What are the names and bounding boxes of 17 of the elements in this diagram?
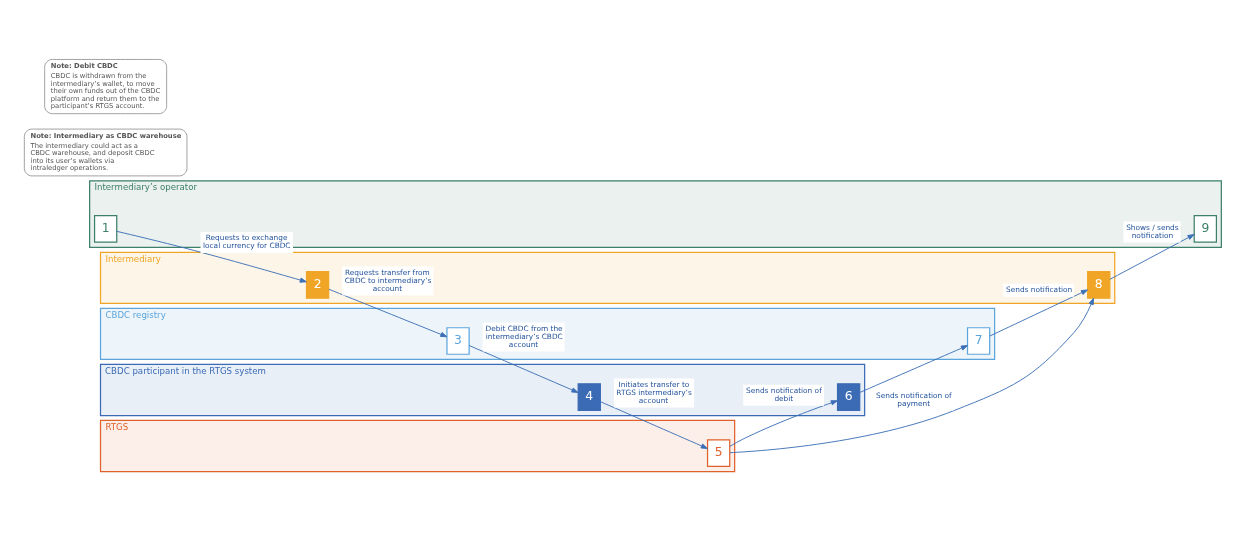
arrow: [599, 400, 708, 449]
arrow: [989, 288, 1089, 336]
node-box: 2: [305, 270, 330, 299]
arrow: [468, 344, 579, 393]
arrow: [729, 399, 838, 447]
node-box: 8: [1087, 270, 1111, 299]
node-box: 9: [1193, 214, 1218, 243]
arrow: [328, 288, 448, 337]
arrow: [1109, 233, 1195, 280]
node-box: 5: [706, 438, 731, 467]
arrow: [729, 297, 1094, 453]
node-box: 7: [966, 326, 991, 355]
node-box: 1: [93, 214, 118, 243]
node-box: 6: [836, 382, 861, 411]
node-box: 3: [446, 326, 470, 355]
arrow: [859, 344, 968, 393]
node-box: 4: [577, 382, 601, 411]
